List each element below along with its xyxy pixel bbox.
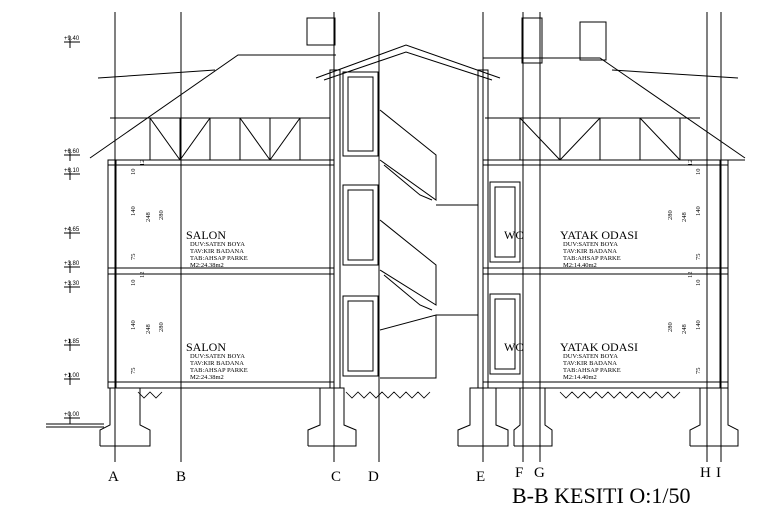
room-note: TAB:AHSAP PARKE	[190, 255, 248, 262]
dim-12: 12	[139, 160, 146, 167]
dim-280: 280	[667, 210, 674, 220]
roof	[89, 17, 746, 161]
room-note: M2:14.40m2	[563, 262, 597, 269]
ground-hatch	[137, 391, 681, 399]
dim-140: 140	[695, 206, 702, 216]
dim-280: 280	[667, 322, 674, 332]
level-label: +3.30	[64, 281, 80, 287]
axis-label: A	[108, 469, 119, 485]
grid-lines	[114, 12, 722, 462]
room-name: SALON	[186, 228, 226, 242]
axis-label: D	[368, 469, 379, 485]
room-name: YATAK ODASI	[560, 340, 638, 354]
dim-75: 75	[695, 254, 702, 261]
axis-label: B	[176, 469, 186, 485]
room-name: YATAK ODASI	[560, 228, 638, 242]
dim-12: 12	[687, 160, 694, 167]
level-label: +0.00	[64, 412, 80, 418]
level-label: +1.85	[64, 339, 80, 345]
axis-label: G	[534, 465, 545, 481]
room-note: DUV:SATEN BOYA	[190, 353, 245, 360]
room-note: TAV:KIR BADANA	[190, 360, 244, 367]
room-note: M2:24.38m2	[190, 374, 224, 381]
dim-248: 248	[145, 324, 152, 334]
dim-10: 10	[695, 169, 702, 176]
room-note: DUV:SATEN BOYA	[190, 241, 245, 248]
dim-75: 75	[695, 368, 702, 375]
dim-12: 12	[139, 272, 146, 279]
dimensions-right: 10 12 140 75 248 280 10 12 140 75 248 28…	[667, 160, 702, 375]
room-note: DUV:SATEN BOYA	[563, 241, 618, 248]
level-label: +6.60	[64, 149, 80, 155]
dim-12: 12	[687, 272, 694, 279]
level-label: +1.00	[64, 373, 80, 379]
dim-10: 10	[130, 169, 137, 176]
level-label: +4.65	[64, 227, 80, 233]
level-label: +9.40	[64, 36, 80, 42]
structure	[46, 69, 739, 447]
dim-280: 280	[158, 210, 165, 220]
room-note: TAB:AHSAP PARKE	[190, 367, 248, 374]
axis-label: E	[476, 469, 485, 485]
axis-label: H	[700, 465, 711, 481]
axis-labels: A B C D E F G H I	[108, 465, 721, 485]
room-note: TAV:KIR BADANA	[563, 248, 617, 255]
room-note: TAV:KIR BADANA	[563, 360, 617, 367]
room-name: WC	[504, 228, 523, 242]
dim-10: 10	[130, 280, 137, 287]
room-note: TAV:KIR BADANA	[190, 248, 244, 255]
room-name: WC	[504, 340, 523, 354]
room-note: M2:24.38m2	[190, 262, 224, 269]
room-name: SALON	[186, 340, 226, 354]
dim-140: 140	[130, 206, 137, 216]
room-note: TAB:AHSAP PARKE	[563, 367, 621, 374]
dim-140: 140	[695, 320, 702, 330]
dim-280: 280	[158, 322, 165, 332]
dim-248: 248	[681, 212, 688, 222]
level-markers	[64, 36, 80, 424]
axis-label: F	[515, 465, 523, 481]
room-labels: SALON DUV:SATEN BOYA TAV:KIR BADANA TAB:…	[186, 228, 638, 381]
room-note: DUV:SATEN BOYA	[563, 353, 618, 360]
drawing-title: B-B KESITI O:1/50	[512, 483, 690, 508]
dim-75: 75	[130, 254, 137, 261]
dim-248: 248	[145, 212, 152, 222]
room-note: TAB:AHSAP PARKE	[563, 255, 621, 262]
level-label: +6.10	[64, 168, 80, 174]
dim-10: 10	[695, 280, 702, 287]
room-note: M2:14.40m2	[563, 374, 597, 381]
level-label: +3.80	[64, 261, 80, 267]
dim-248: 248	[681, 324, 688, 334]
dim-75: 75	[130, 368, 137, 375]
dimensions-left: 10 12 140 75 248 280 10 12 140 75 248 28…	[130, 160, 165, 375]
level-labels: +9.40 +6.60 +6.10 +4.65 +3.80 +3.30 +1.8…	[64, 36, 80, 418]
axis-label: I	[716, 465, 721, 481]
dim-140: 140	[130, 320, 137, 330]
axis-label: C	[331, 469, 341, 485]
